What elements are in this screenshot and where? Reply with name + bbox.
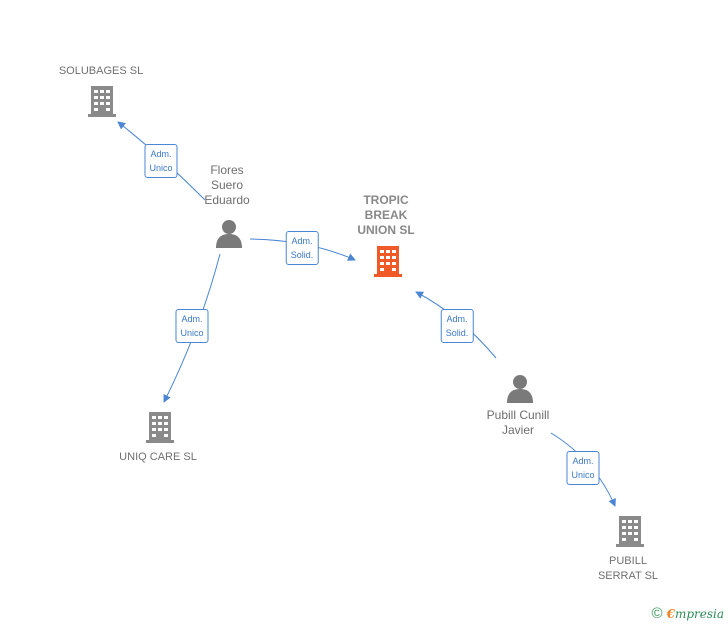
brand-name: mpresia — [674, 606, 724, 621]
relation-box: Adm. Solid. — [440, 309, 474, 343]
company-label-uniq-care[interactable]: UNIQ CARE SL — [119, 451, 197, 463]
copyright-icon: © — [651, 605, 663, 622]
person-icon[interactable] — [216, 220, 242, 248]
brand-logo: €mpresia — [667, 607, 724, 621]
company-label-tropic-break-union[interactable]: TROPIC BREAK UNION SL — [357, 193, 415, 237]
person-label-pubill-cunill[interactable]: Pubill Cunill Javier — [486, 408, 550, 437]
company-label-pubill-serrat[interactable]: PUBILL SERRAT SL — [597, 555, 659, 582]
company-label-solubages[interactable]: SOLUBAGES SL — [58, 65, 144, 77]
brand-initial: € — [666, 606, 675, 621]
building-icon[interactable] — [146, 412, 174, 443]
building-icon[interactable] — [616, 516, 644, 547]
relation-box: Adm. Unico — [566, 451, 600, 485]
person-label-flores-suero[interactable]: Flores Suero Eduardo — [204, 163, 250, 207]
relation-box: Adm. Unico — [175, 309, 209, 343]
relation-box: Adm. Unico — [144, 144, 178, 178]
building-icon[interactable] — [88, 86, 116, 117]
relation-box: Adm. Solid. — [285, 231, 319, 265]
footer-brand: © €mpresia — [652, 605, 724, 622]
person-icon[interactable] — [507, 375, 533, 403]
building-icon[interactable] — [374, 246, 402, 277]
